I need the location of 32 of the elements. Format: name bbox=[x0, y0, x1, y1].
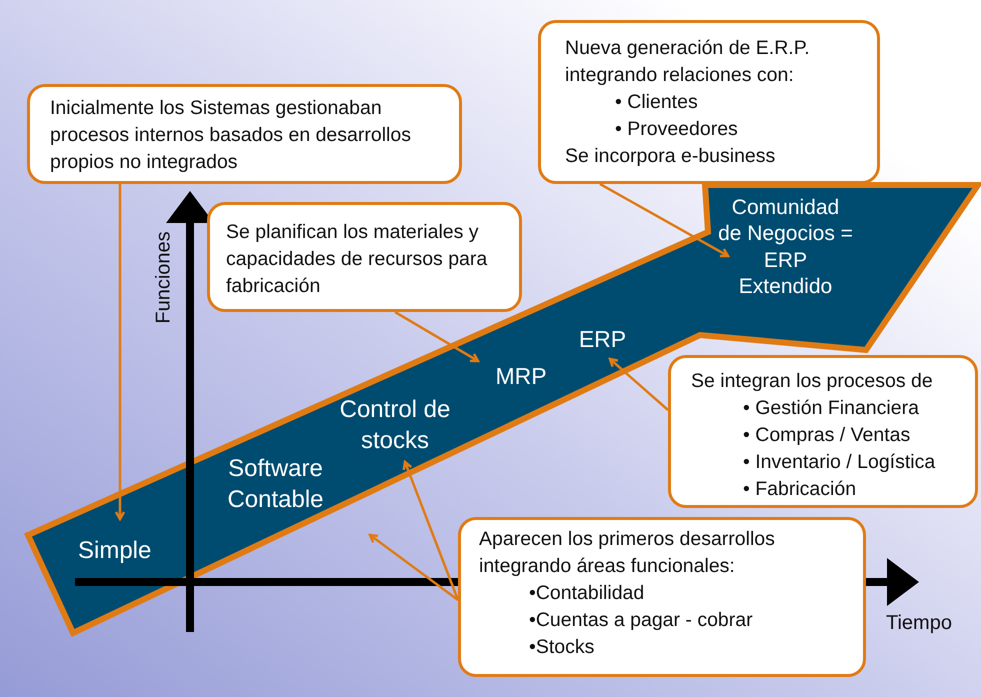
callout-text: •Stocks bbox=[528, 635, 596, 660]
stage-label: Simple bbox=[78, 538, 168, 564]
callout-box bbox=[538, 20, 880, 184]
callout-text: Se incorpora e-business bbox=[565, 144, 776, 169]
callout-text: • Gestión Financiera bbox=[742, 396, 920, 421]
axis-label: Funciones bbox=[152, 231, 176, 324]
arrow bbox=[368, 534, 459, 601]
arrow bbox=[608, 358, 669, 411]
arrow bbox=[394, 310, 480, 362]
callout-text: Se integran los procesos de bbox=[691, 369, 934, 394]
arrow bbox=[402, 460, 460, 600]
callout-text: Nueva generación de E.R.P. integrando relaciones con: bbox=[565, 36, 811, 88]
callout-box bbox=[668, 355, 978, 508]
stage-label: ERP bbox=[570, 325, 635, 355]
axis-label: Tiempo bbox=[886, 612, 952, 635]
callout-text: Aparecen los primeros desarrollos integrando áreas funcionales: bbox=[479, 527, 776, 579]
callout-text: • Fabricación bbox=[742, 477, 858, 502]
stage-label: MRP bbox=[486, 362, 556, 392]
stage-label: Comunidad de Negocios = ERP Extendido bbox=[718, 195, 853, 300]
callout-text: • Proveedores bbox=[614, 117, 739, 142]
callout-box bbox=[207, 202, 522, 312]
callout-box bbox=[458, 517, 866, 677]
arrow bbox=[599, 182, 730, 258]
callout-text: •Contabilidad bbox=[528, 581, 646, 606]
arrow bbox=[114, 184, 126, 520]
callout-text: • Compras / Ventas bbox=[742, 423, 912, 448]
callout-text: Inicialmente los Sistemas gestionaban procesos internos basados en desarrollos propios no integrados bbox=[50, 96, 412, 175]
callout-text: • Inventario / Logística bbox=[742, 450, 936, 475]
callout-text: •Cuentas a pagar - cobrar bbox=[528, 608, 754, 633]
callout-box bbox=[27, 84, 462, 184]
callout-text: • Clientes bbox=[614, 90, 699, 115]
callout-text: Se planifican los materiales y capacidades de recursos para fabricación bbox=[226, 220, 488, 299]
